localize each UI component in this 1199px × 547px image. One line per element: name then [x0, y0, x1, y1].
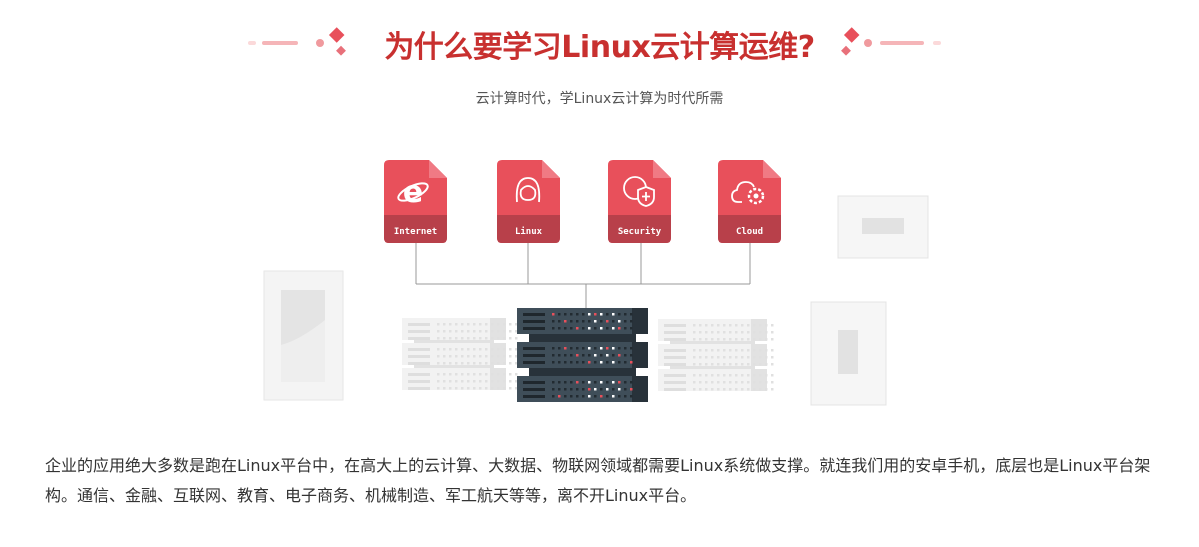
page-subtitle: 云计算时代，学Linux云计算为时代所需	[475, 91, 724, 107]
card-label: Internet	[393, 227, 438, 237]
card-cloud: Cloud	[718, 160, 781, 243]
right-frame-top	[837, 195, 929, 259]
cloud-gear-icon	[718, 160, 781, 243]
connector-lines	[415, 243, 751, 308]
card-linux: Linux	[497, 160, 560, 243]
title-decoration	[248, 27, 941, 56]
card-label: Security	[617, 227, 662, 237]
server-unit	[402, 368, 490, 390]
page-title: 为什么要学习Linux云计算运维?	[384, 30, 815, 65]
server-diagram	[263, 195, 929, 406]
server-unit	[402, 318, 490, 340]
card-internet: e Internet	[384, 160, 447, 243]
description-paragraph: 企业的应用绝大多数是跑在Linux平台中，在高大上的云计算、大数据、物联网领域都…	[45, 456, 1151, 505]
server-unit	[402, 343, 490, 365]
penguin-icon	[497, 160, 560, 243]
right-ornament	[841, 27, 941, 56]
card-security: Security	[608, 160, 671, 243]
card-label: Cloud	[735, 227, 764, 237]
right-frame-bottom	[810, 301, 887, 406]
globe-shield-icon	[608, 160, 671, 243]
main-server-rack	[517, 308, 648, 402]
left-frame	[263, 270, 344, 401]
server-unit	[658, 369, 751, 391]
right-server-rack	[658, 319, 774, 391]
left-ornament	[248, 27, 346, 56]
svg-text:e: e	[403, 175, 423, 210]
server-unit	[658, 319, 751, 341]
left-server-rack	[402, 318, 518, 390]
internet-explorer-icon: e	[384, 160, 447, 243]
card-label: Linux	[514, 227, 543, 237]
server-unit	[658, 344, 751, 366]
